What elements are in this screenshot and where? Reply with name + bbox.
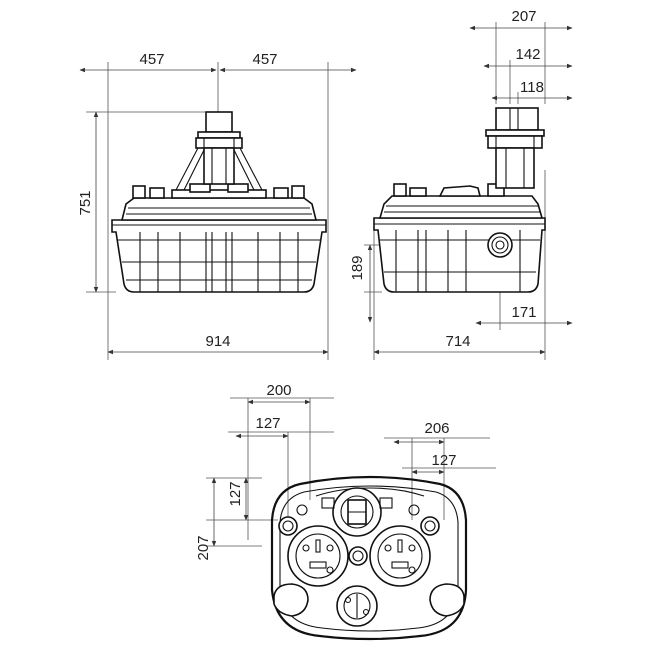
plan-tank xyxy=(270,475,468,641)
pump-left xyxy=(287,525,349,587)
plan-view: 200 127 206 127 127 207 xyxy=(195,382,496,641)
corner-bulge-left xyxy=(273,583,309,617)
center-ring xyxy=(348,546,368,566)
dim-127-right: 127 xyxy=(431,452,456,469)
dim-207-left: 207 xyxy=(195,535,212,560)
corner-bulge-right xyxy=(429,583,465,617)
dim-118: 118 xyxy=(520,79,544,96)
dim-142: 142 xyxy=(515,46,540,63)
dim-207-top: 207 xyxy=(511,8,536,25)
dim-127-left: 127 xyxy=(227,481,244,506)
front-view: 457 457 751 914 xyxy=(77,51,357,360)
dim-457-right: 457 xyxy=(252,51,277,68)
dim-200: 200 xyxy=(266,382,291,399)
dim-127-top: 127 xyxy=(255,415,280,432)
side-view: 207 142 118 189 171 714 xyxy=(349,8,573,360)
dim-206: 206 xyxy=(424,420,449,437)
dim-171: 171 xyxy=(511,304,536,321)
vent-port-left xyxy=(278,516,298,536)
dim-189: 189 xyxy=(349,255,366,280)
dim-914: 914 xyxy=(205,333,230,350)
dim-751: 751 xyxy=(77,190,94,215)
dim-457-left: 457 xyxy=(139,51,164,68)
front-tank xyxy=(111,111,327,293)
side-tank xyxy=(373,107,546,293)
dim-714: 714 xyxy=(445,333,470,350)
pump-right xyxy=(369,525,431,587)
vent-port-right xyxy=(420,516,440,536)
